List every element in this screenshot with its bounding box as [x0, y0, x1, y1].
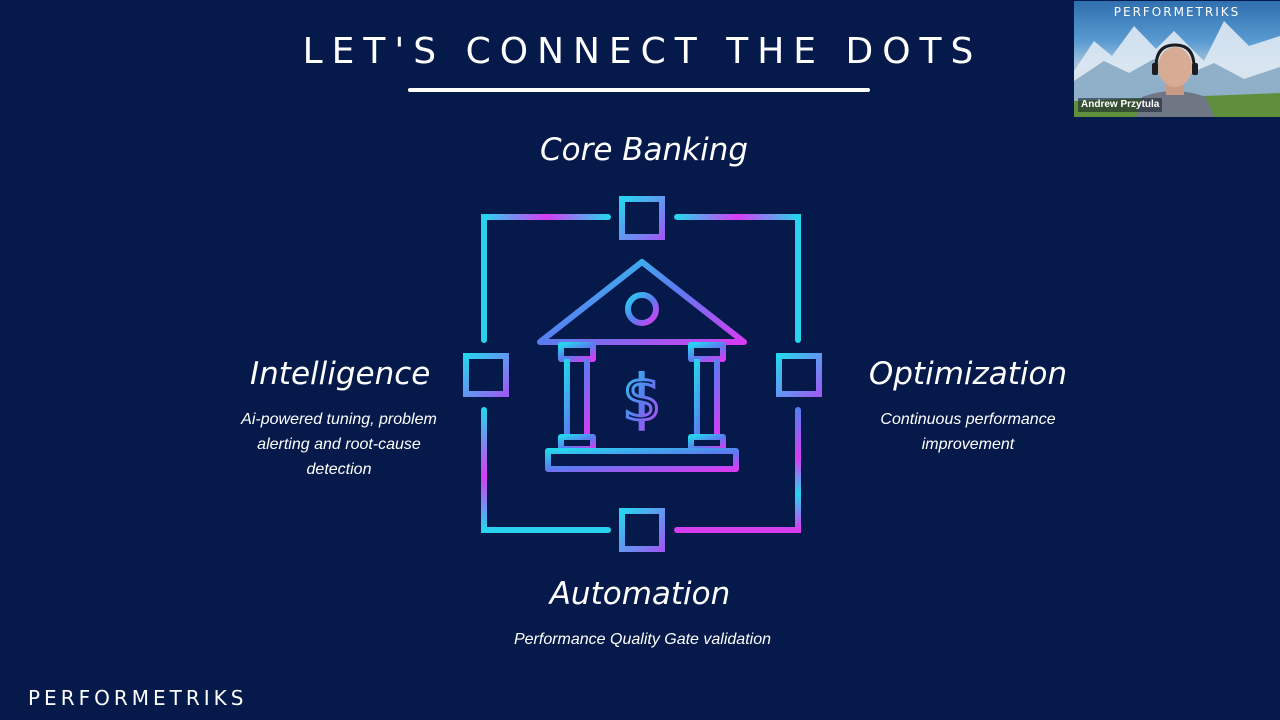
headset-ear-right — [1192, 63, 1198, 75]
node-right — [776, 353, 822, 397]
webcam-brand-logo: PERFORMETRIKS — [1113, 5, 1241, 19]
bank-left-column — [564, 359, 590, 437]
bank-left-base — [558, 434, 596, 452]
frame-bottom-left — [481, 407, 611, 533]
bank-right-base — [688, 434, 726, 452]
title-underline — [408, 88, 870, 92]
optimization-description: Continuous performance improvement — [880, 411, 1056, 453]
connection-nodes — [463, 196, 822, 552]
footer-logo: PERFORMETRIKS — [28, 686, 248, 710]
intelligence-description: Ai-powered tuning, problem alerting and … — [241, 411, 437, 478]
headset-icon — [1154, 43, 1196, 68]
webcam-tile[interactable]: PERFORMETRIKS Andrew Przytula — [1074, 1, 1280, 117]
bank-right-capital — [688, 342, 726, 362]
bank-right-column — [694, 359, 720, 437]
node-bottom — [619, 508, 665, 552]
person-head — [1158, 47, 1192, 87]
bank-left-capital — [558, 342, 596, 362]
participant-name: Andrew Przytula — [1078, 98, 1163, 112]
headset-ear-left — [1152, 63, 1158, 75]
bank-roof — [537, 259, 747, 345]
node-left — [463, 353, 509, 397]
automation-heading: Automation — [549, 576, 731, 612]
optimization-heading: Optimization — [868, 356, 1068, 392]
bank-roof-circle — [625, 292, 659, 326]
slide-title: LET'S CONNECT THE DOTS — [302, 31, 983, 72]
bank-building-icon — [537, 259, 747, 472]
frame-top-left — [481, 214, 611, 343]
frame-lines — [481, 214, 801, 533]
bank-foundation — [545, 448, 739, 472]
frame-top-right — [674, 214, 801, 343]
node-top — [619, 196, 665, 240]
dollar-sign-icon: $ — [622, 362, 661, 435]
automation-description: Performance Quality Gate validation — [513, 631, 771, 648]
core-banking-heading: Core Banking — [540, 132, 749, 168]
intelligence-heading: Intelligence — [250, 356, 431, 392]
frame-bottom-right — [674, 407, 801, 533]
